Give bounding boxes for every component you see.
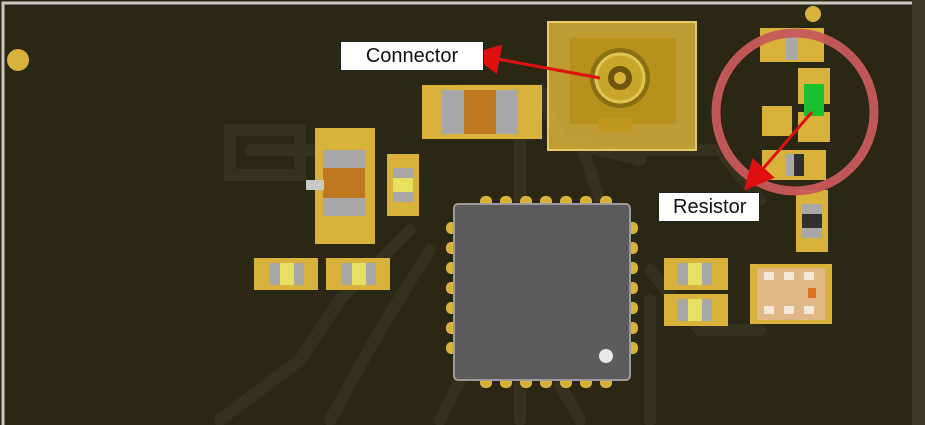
smd-part-small <box>664 258 728 290</box>
smd-part-small <box>326 258 390 290</box>
capacitor-c1 <box>422 85 542 139</box>
component-array <box>750 264 832 324</box>
mounting-hole <box>805 6 821 22</box>
capacitor-c2 <box>306 128 375 244</box>
connector-arrow <box>470 44 601 80</box>
smd-part-small <box>387 154 419 216</box>
highlight-ring <box>711 28 879 196</box>
smd-part-small <box>254 258 318 290</box>
smd-resistor-icon <box>804 84 824 116</box>
resistor-arrow <box>744 111 814 191</box>
ufl-connector-icon <box>547 21 697 151</box>
qfn-chip <box>446 196 638 388</box>
resistor-label: Resistor <box>658 192 760 222</box>
smd-part-column <box>760 28 830 252</box>
mounting-hole <box>7 49 29 71</box>
smd-part-small <box>664 294 728 326</box>
connector-label: Connector <box>340 41 484 71</box>
